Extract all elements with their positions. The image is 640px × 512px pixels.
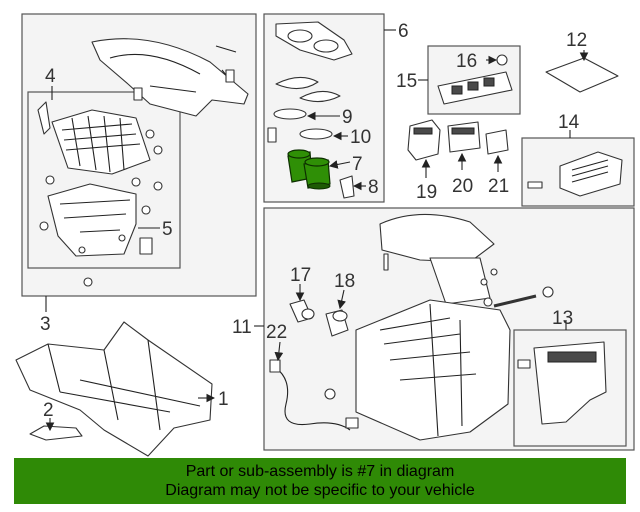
callout-5: 5 — [162, 219, 173, 240]
ring-part-10 — [299, 128, 333, 140]
callout-2: 2 — [43, 400, 54, 421]
latch-spring — [37, 101, 51, 135]
ring-part-9 — [273, 108, 307, 120]
clip — [133, 87, 143, 101]
banner-line-1: Part or sub-assembly is #7 in diagram — [185, 463, 455, 480]
switch-part-21 — [485, 129, 509, 155]
switch-button — [483, 77, 495, 87]
screw — [490, 268, 498, 276]
switch-part-20-face — [451, 127, 475, 135]
callout-14: 14 — [558, 112, 580, 133]
grommet — [483, 297, 493, 307]
knob-part-16 — [496, 54, 508, 66]
info-banner: Part or sub-assembly is #7 in diagram Di… — [14, 458, 626, 504]
lower-console-detail — [47, 339, 201, 431]
harness-connector — [345, 417, 359, 429]
bolt-icons-box4 — [39, 129, 163, 287]
harness-connector — [269, 359, 281, 373]
callout-20: 20 — [452, 176, 473, 197]
callout-11: 11 — [232, 317, 252, 338]
clip-part-8 — [339, 175, 355, 199]
pad-part-12 — [545, 57, 619, 93]
callout-22: 22 — [266, 322, 287, 343]
vent-part-14 — [559, 151, 623, 197]
cup-opening — [287, 29, 313, 43]
console-upper-panel — [91, 38, 249, 117]
bracket-part-5 — [47, 183, 137, 257]
grommet — [542, 286, 554, 298]
storage-tray-part-4 — [51, 109, 151, 175]
callout-6: 6 — [398, 21, 409, 42]
callout-1: 1 — [218, 389, 229, 410]
callout-19: 19 — [416, 182, 437, 203]
vent-slats — [571, 159, 609, 183]
callout-4: 4 — [45, 66, 56, 87]
rear-panel-clip — [517, 359, 531, 369]
bolt — [324, 388, 336, 400]
console-body-detail — [379, 303, 477, 437]
rear-panel-slot — [547, 351, 597, 363]
switch-part-19-face — [413, 127, 433, 135]
callout-16: 16 — [456, 51, 477, 72]
callout-17: 17 — [290, 265, 311, 286]
switch-button — [451, 85, 463, 95]
switch-part-19 — [407, 119, 441, 161]
storage-tray-grid — [61, 115, 141, 173]
bezel-ring — [275, 76, 319, 90]
vent-clip — [527, 181, 543, 189]
callout-7: 7 — [352, 154, 363, 175]
wire-harness-part-22 — [275, 367, 351, 431]
screw — [480, 278, 488, 286]
leader-line-22 — [274, 341, 284, 362]
rod — [493, 294, 537, 308]
callout-18: 18 — [334, 271, 355, 292]
switch-button — [467, 81, 479, 91]
callout-3: 3 — [40, 314, 51, 335]
console-body — [355, 299, 511, 441]
cup-opening — [313, 39, 339, 53]
bezel-ring — [299, 90, 341, 103]
leader-line-7 — [328, 160, 351, 169]
clip — [225, 69, 235, 83]
callout-12: 12 — [566, 30, 587, 51]
switch-part-20 — [447, 121, 481, 153]
bolt — [383, 253, 389, 271]
callout-10: 10 — [350, 127, 371, 148]
brace-part-2 — [29, 425, 83, 441]
callout-15: 15 — [396, 71, 417, 92]
clip-part — [267, 127, 277, 143]
callout-21: 21 — [488, 176, 509, 197]
console-upper-panel-detail — [109, 45, 237, 93]
callout-8: 8 — [368, 177, 379, 198]
callout-13: 13 — [552, 308, 573, 329]
bracket-detail — [59, 199, 131, 233]
banner-line-2: Diagram may not be specific to your vehi… — [165, 482, 475, 499]
leader-line-18 — [337, 289, 346, 310]
callout-9: 9 — [342, 107, 353, 128]
